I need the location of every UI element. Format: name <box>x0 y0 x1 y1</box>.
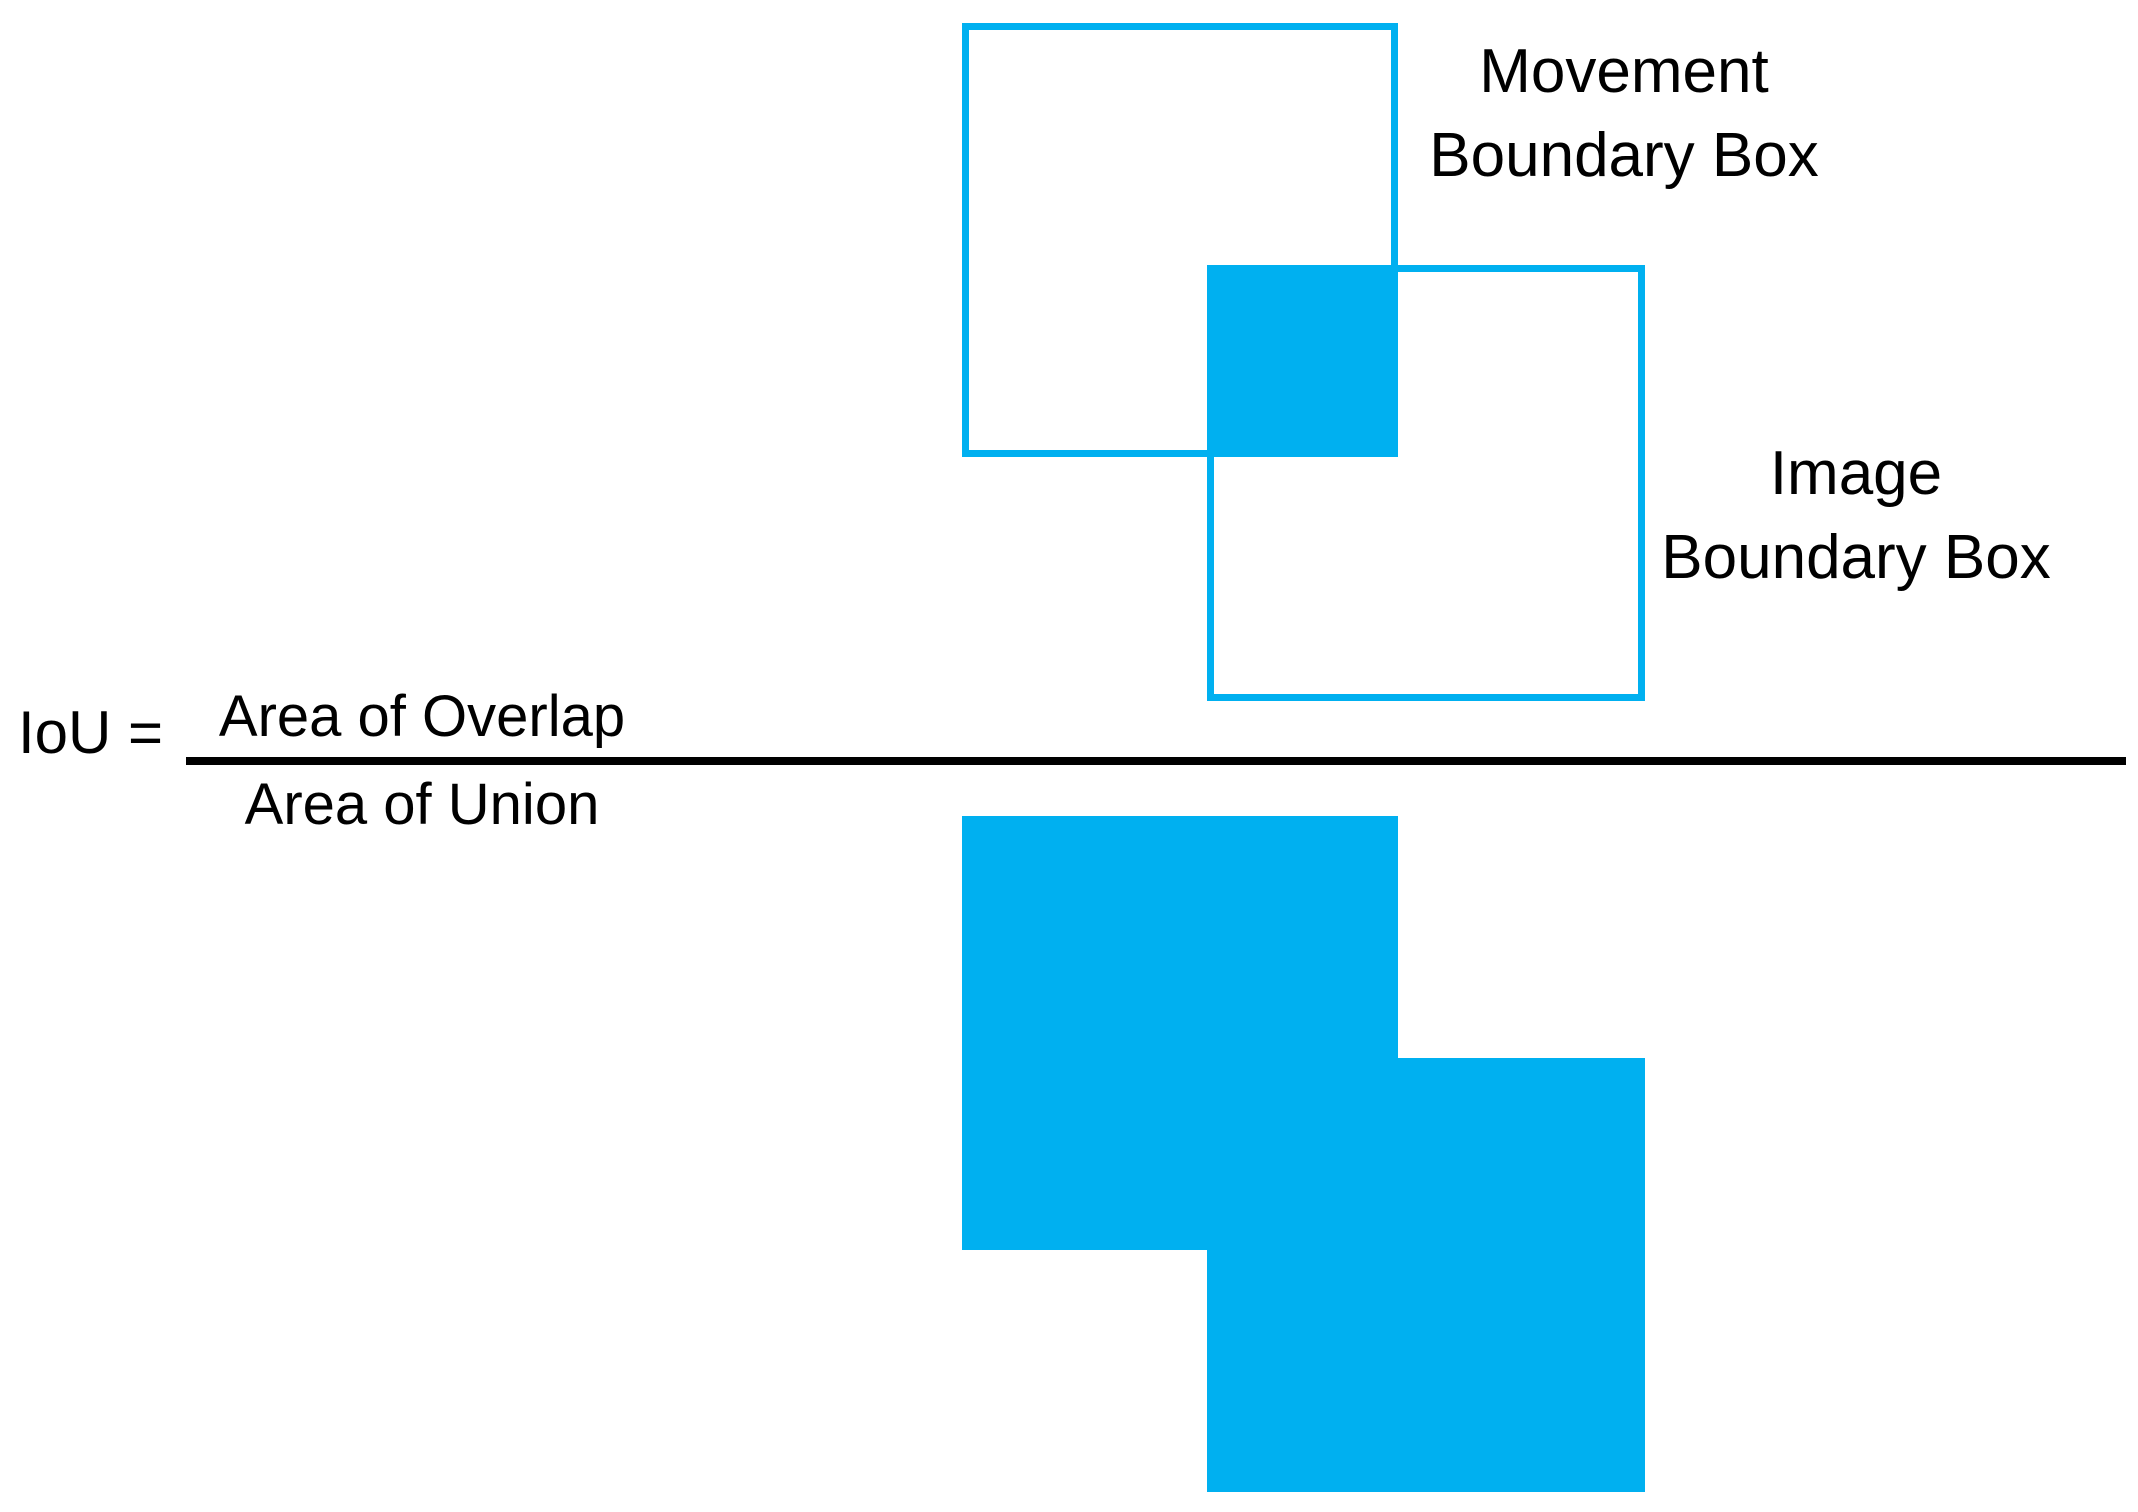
image-box-label-line1: Image <box>1769 439 1943 508</box>
union-shape-image-part <box>1207 1058 1645 1492</box>
movement-box-label-line1: Movement <box>1479 37 1769 106</box>
image-boundary-box <box>1207 265 1645 701</box>
image-box-label-line2: Boundary Box <box>1661 523 2051 592</box>
formula-lhs: IoU = <box>18 699 164 766</box>
movement-box-label: Movement Boundary Box <box>1324 30 1924 198</box>
fraction-bar <box>186 757 2126 765</box>
image-box-label: Image Boundary Box <box>1556 432 2138 600</box>
overlap-region-fill <box>1207 265 1398 457</box>
formula-denominator: Area of Union <box>244 772 600 837</box>
movement-box-label-line2: Boundary Box <box>1429 121 1819 190</box>
formula-numerator: Area of Overlap <box>218 684 626 749</box>
movement-boundary-box <box>962 23 1398 457</box>
